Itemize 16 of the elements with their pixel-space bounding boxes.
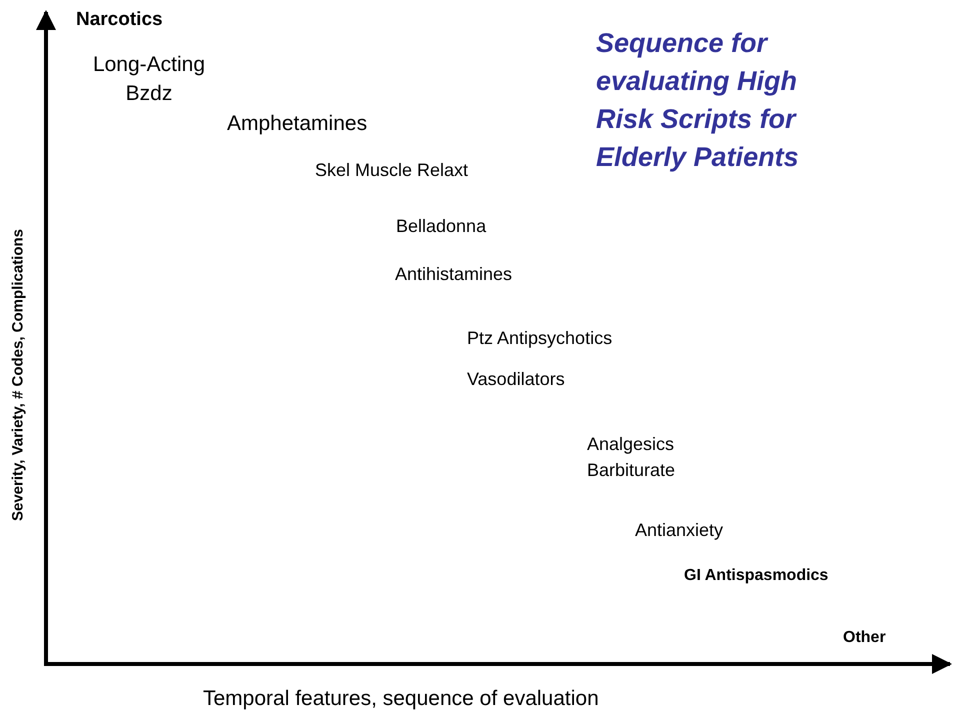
drug-class-label: Vasodilators (467, 369, 565, 390)
drug-class-label: Analgesics (587, 434, 674, 455)
drug-class-label: Ptz Antipsychotics (467, 328, 612, 349)
drug-class-label: Antihistamines (395, 264, 512, 285)
drug-class-label: Barbiturate (587, 460, 676, 481)
drug-class-label: Other (843, 629, 886, 647)
drug-class-label: Long-Acting Bzdz (92, 52, 206, 107)
x-axis-label: Temporal features, sequence of evaluation (203, 687, 599, 711)
drug-class-label: Skel Muscle Relaxt (315, 160, 468, 181)
drug-class-label: Belladonna (396, 216, 486, 237)
drug-class-label: Antianxiety (635, 520, 724, 541)
drug-class-label: Amphetamines (227, 112, 368, 136)
drug-class-label: Narcotics (76, 9, 163, 31)
y-axis-label: Severity, Variety, # Codes, Complications (10, 228, 26, 522)
drug-class-label: GI Antispasmodics (684, 567, 828, 585)
title: Sequence for evaluating High Risk Scripts for Elderly Patients (596, 27, 800, 174)
